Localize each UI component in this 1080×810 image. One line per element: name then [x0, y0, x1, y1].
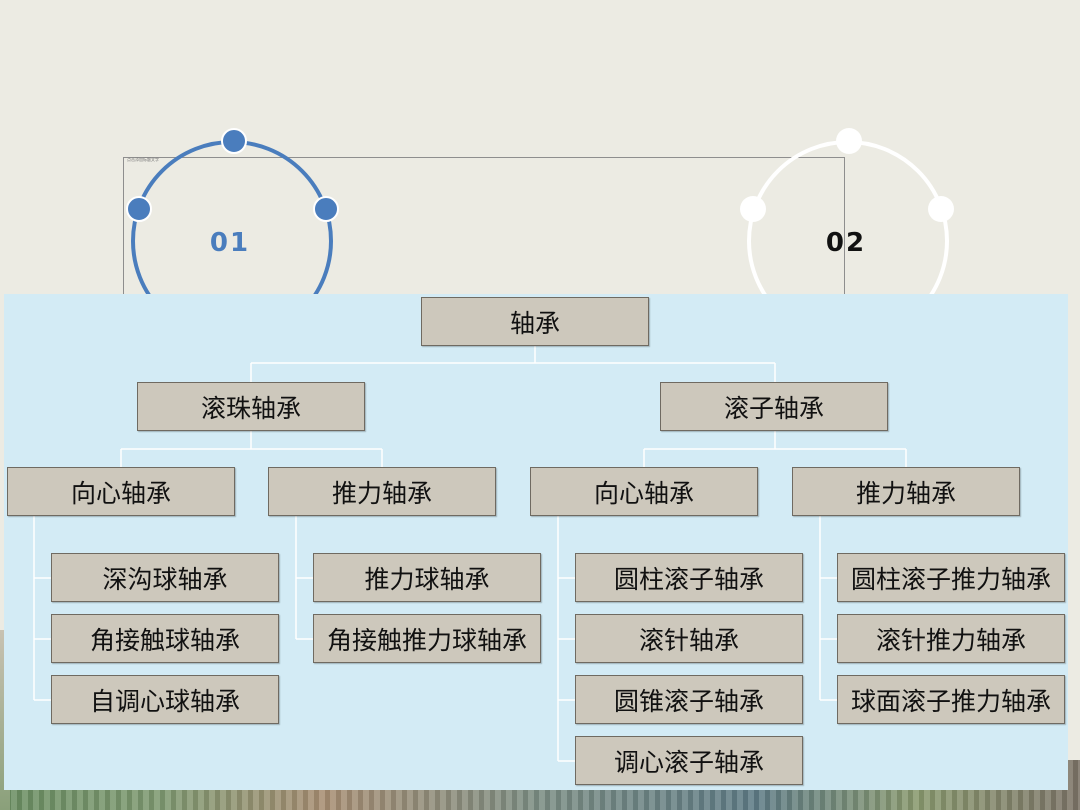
- circle-02-dot-right: [928, 196, 954, 222]
- node-tapered-roller: 圆锥滚子轴承: [575, 675, 803, 724]
- circle-02-dot-left: [740, 196, 766, 222]
- node-angular-contact-thrust-ball: 角接触推力球轴承: [313, 614, 541, 663]
- node-angular-contact-ball: 角接触球轴承: [51, 614, 279, 663]
- frame-title-placeholder: 点击添加标题文字: [127, 157, 159, 162]
- node-thrust-ball: 推力球轴承: [313, 553, 541, 602]
- connector-ball: [120, 431, 383, 467]
- circle-number-02: 02: [825, 228, 867, 258]
- circle-01-dot-top: [221, 128, 247, 154]
- node-roller-thrust: 推力轴承: [792, 467, 1020, 516]
- node-spherical-roller-thrust: 球面滚子推力轴承: [837, 675, 1065, 724]
- connector-radial-roller: [557, 516, 576, 762]
- node-ball-bearing: 滚珠轴承: [137, 382, 365, 431]
- connector-radial-ball: [33, 516, 52, 701]
- circle-01-dot-right: [313, 196, 339, 222]
- node-needle-roller-thrust: 滚针推力轴承: [837, 614, 1065, 663]
- node-roller-bearing: 滚子轴承: [660, 382, 888, 431]
- node-ball-radial: 向心轴承: [7, 467, 235, 516]
- circle-01-dot-left: [126, 196, 152, 222]
- circle-number-01: 01: [209, 228, 251, 258]
- connector-roller: [643, 431, 907, 467]
- node-roller-radial: 向心轴承: [530, 467, 758, 516]
- connector-root: [250, 346, 776, 382]
- circle-02-dot-top: [836, 128, 862, 154]
- node-needle-roller: 滚针轴承: [575, 614, 803, 663]
- node-ball-thrust: 推力轴承: [268, 467, 496, 516]
- node-root: 轴承: [421, 297, 649, 346]
- connector-thrust-ball: [295, 516, 314, 640]
- node-self-aligning-ball: 自调心球轴承: [51, 675, 279, 724]
- node-spherical-roller: 调心滚子轴承: [575, 736, 803, 785]
- connector-thrust-roller: [819, 516, 838, 701]
- node-cylindrical-roller-thrust: 圆柱滚子推力轴承: [837, 553, 1065, 602]
- node-deep-groove-ball: 深沟球轴承: [51, 553, 279, 602]
- node-cylindrical-roller: 圆柱滚子轴承: [575, 553, 803, 602]
